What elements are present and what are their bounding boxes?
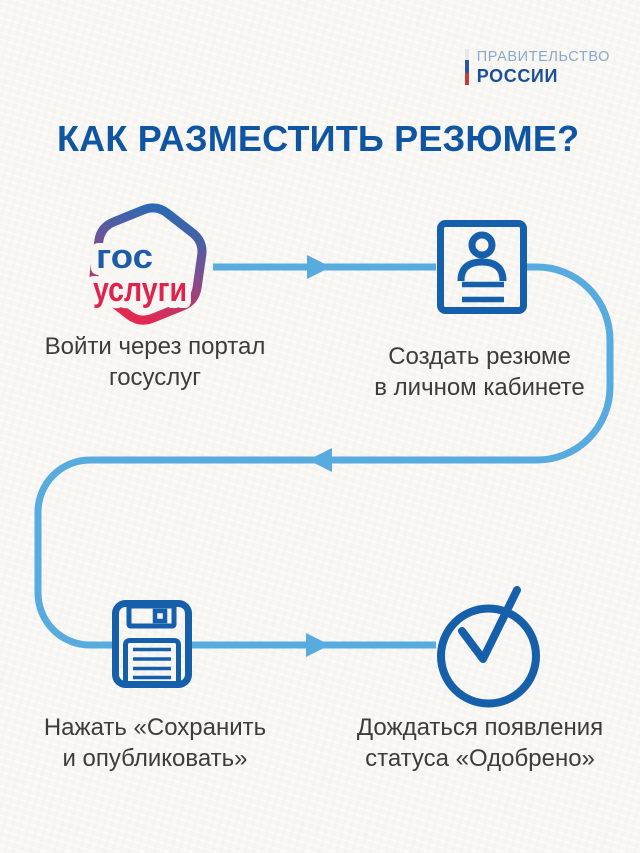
step4-caption-line2: статуса «Одобрено»: [365, 745, 595, 772]
check-circle-outline: [437, 604, 540, 708]
flag-red-segment: [464, 73, 469, 85]
government-logo-text: ПРАВИТЕЛЬСТВО РОССИИ: [477, 49, 610, 86]
gosuslugi-hexagon-icon: [89, 203, 207, 325]
government-logo: ПРАВИТЕЛЬСТВО РОССИИ: [464, 49, 610, 86]
floppy-shutter: [126, 603, 177, 629]
flag-blue-segment: [464, 60, 469, 73]
resume-person-shoulders: [457, 258, 507, 282]
check-circle-icon: [437, 586, 540, 708]
page-title: КАК РАЗМЕСТИТЬ РЕЗЮМЕ?: [57, 118, 580, 159]
step3-caption: Нажать «Сохранить и опубликовать»: [15, 712, 295, 774]
step1-caption-line2: госуслуг: [108, 364, 202, 391]
flag-white-segment: [464, 49, 469, 60]
arrowhead-left-middle-icon: [308, 448, 332, 472]
russian-flag-bar-icon: [464, 49, 469, 86]
step3-caption-line2: и опубликовать»: [62, 745, 248, 772]
arrowhead-right-top-icon: [307, 255, 331, 279]
floppy-label: [123, 638, 181, 684]
government-logo-line1: ПРАВИТЕЛЬСТВО: [476, 49, 610, 65]
gosuslugi-logo: гос услуги: [86, 203, 207, 325]
government-logo-line2: РОССИИ: [476, 66, 558, 86]
step4-caption: Дождаться появления статуса «Одобрено»: [325, 712, 635, 774]
step3-caption-line1: Нажать «Сохранить: [43, 714, 267, 741]
step2-caption: Создать резюме в личном кабинете: [337, 341, 622, 403]
gosuslugi-text-bottom: услуги: [93, 271, 187, 309]
step2-caption-line2: в личном кабинете: [374, 374, 585, 401]
flow-arrowheads: [306, 255, 332, 657]
check-mark: [458, 586, 521, 663]
connector-step2-step3-curve: [34, 263, 614, 649]
floppy-save-icon: [112, 600, 192, 688]
step2-caption-line1: Создать резюме: [388, 343, 571, 370]
resume-person-head: [468, 231, 496, 259]
step1-caption-line1: Войти через портал: [44, 333, 266, 360]
step4-caption-line1: Дождаться появления: [356, 714, 604, 741]
resume-document-icon: [437, 220, 527, 314]
arrowhead-right-bottom-icon: [306, 633, 330, 657]
gosuslugi-text-top: гос: [96, 238, 153, 276]
step1-caption: Войти через портал госуслуг: [25, 331, 285, 393]
floppy-write-notch: [152, 608, 168, 624]
resume-outline: [437, 220, 527, 314]
